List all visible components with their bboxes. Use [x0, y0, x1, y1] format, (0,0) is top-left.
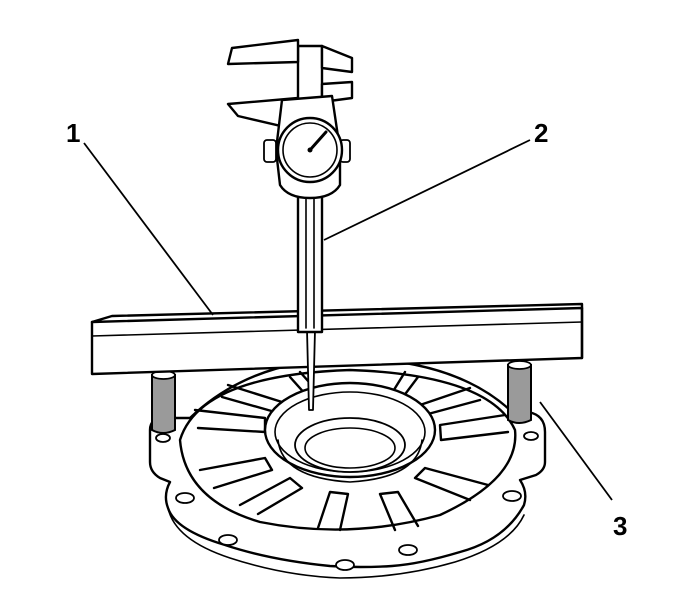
callout-3: 3 — [613, 511, 627, 541]
leader-1 — [83, 142, 214, 316]
housing-inner-rim — [178, 368, 517, 531]
stand-right — [507, 364, 532, 424]
callout-2: 2 — [534, 118, 548, 148]
support-stands — [151, 360, 532, 434]
housing — [148, 356, 547, 579]
caliper-upper-jaw — [226, 38, 300, 66]
callout-1: 1 — [66, 118, 80, 148]
leader-3 — [539, 401, 613, 501]
bore-inner — [294, 417, 406, 473]
stand-left — [151, 374, 176, 434]
dial-caliper — [226, 38, 354, 411]
leader-lines — [83, 139, 613, 501]
straight-edge-bar — [90, 302, 584, 376]
leader-2 — [323, 139, 531, 241]
caliper-depth-rod — [306, 329, 316, 411]
